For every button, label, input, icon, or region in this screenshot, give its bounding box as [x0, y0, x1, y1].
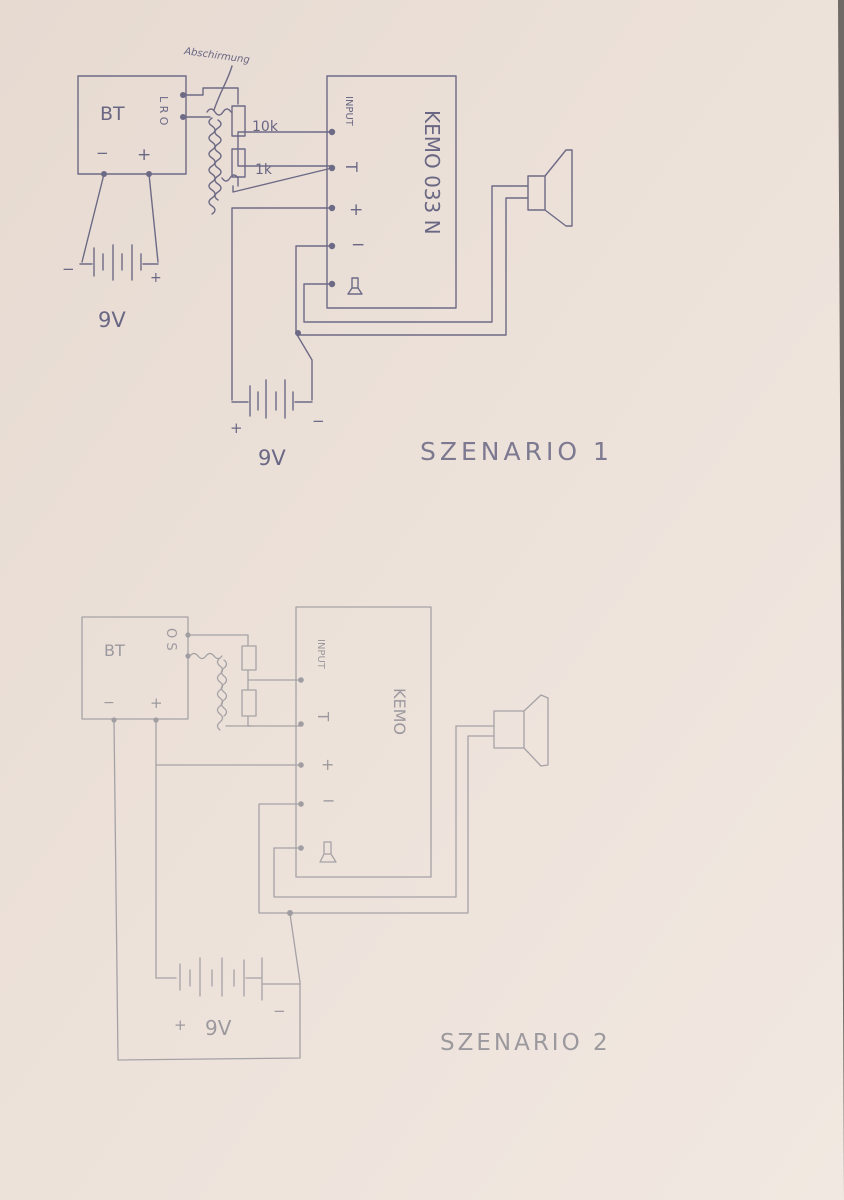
kemo-pin-plus: +: [349, 200, 363, 220]
kemo-speaker-pin-symbol: [319, 841, 337, 863]
battery-a-wires: [81, 173, 159, 263]
bt-module-minus: −: [103, 695, 115, 711]
bt-module-label: BT: [104, 641, 125, 660]
scenario-2-title: SZENARIO 2: [440, 1030, 611, 1056]
bt-module-minus: −: [96, 144, 109, 162]
resistor-top: [241, 645, 257, 671]
kemo-pin-t: T: [342, 161, 361, 172]
bt-terminal: [185, 653, 191, 659]
battery-a-plus: +: [150, 270, 162, 286]
wire: [237, 131, 333, 149]
junction: [287, 910, 293, 916]
speaker-wires: [303, 185, 529, 323]
speaker-wires: [258, 735, 495, 914]
kemo-pin-input: INPUT: [315, 639, 326, 670]
kemo-amp-box: [326, 75, 457, 309]
kemo-speaker-pin-symbol: [347, 277, 363, 295]
junction: [295, 330, 301, 336]
battery-b-minus: −: [312, 412, 325, 430]
kemo-terminal: [328, 128, 336, 136]
bt-module-box: [81, 616, 189, 720]
kemo-pin-plus: +: [321, 755, 334, 774]
battery-voltage: 9V: [205, 1016, 232, 1040]
kemo-amp-label: KEMO 033 N: [420, 110, 444, 235]
kemo-amp-label: KEMO: [390, 688, 409, 735]
bt-module-pins: O S: [163, 628, 178, 651]
kemo-pin-t: T: [314, 711, 332, 722]
shield-pointer: [213, 65, 233, 111]
bt-module-box: [77, 75, 187, 175]
kemo-pin-minus: −: [351, 235, 365, 255]
battery-plus: +: [174, 1016, 187, 1034]
kemo-terminal: [328, 164, 336, 172]
battery-b-voltage: 9V: [258, 446, 286, 470]
bt-module-pins: L R O: [157, 96, 170, 126]
kemo-terminal: [298, 721, 304, 727]
shielded-cable: [206, 108, 239, 215]
resistor-1k-label: 1k: [255, 162, 273, 178]
wire: [232, 167, 333, 193]
battery-minus: −: [273, 1002, 286, 1020]
scenario-1-title: SZENARIO 1: [420, 437, 613, 466]
speaker-wires: [273, 725, 495, 898]
battery-b-symbol: [231, 379, 313, 419]
kemo-pin-minus: −: [322, 791, 335, 810]
resistor-10k-label: 10k: [252, 119, 279, 135]
wire: [187, 634, 249, 647]
bt-module-label: BT: [100, 103, 125, 125]
bt-module-plus: +: [150, 694, 163, 712]
battery-a-minus: −: [62, 260, 75, 278]
speaker-wires: [296, 197, 529, 336]
shielded-cable: [189, 652, 253, 731]
scenario-2: BT O S − + KEMO INPUT T + −: [81, 606, 611, 1061]
battery-symbol: [155, 957, 301, 1001]
bt-module-plus: +: [137, 145, 151, 165]
wire: [237, 149, 333, 167]
kemo-pin-input: INPUT: [343, 96, 354, 127]
battery-a-symbol: [79, 244, 159, 281]
battery-b-plus: +: [230, 419, 243, 437]
kemo-amp-box: [295, 606, 432, 878]
battery-a-voltage: 9V: [98, 308, 126, 332]
supply-wire: [113, 719, 301, 1061]
resistor-bottom: [241, 689, 257, 717]
wire: [182, 87, 239, 105]
kemo-terminal: [298, 677, 304, 683]
